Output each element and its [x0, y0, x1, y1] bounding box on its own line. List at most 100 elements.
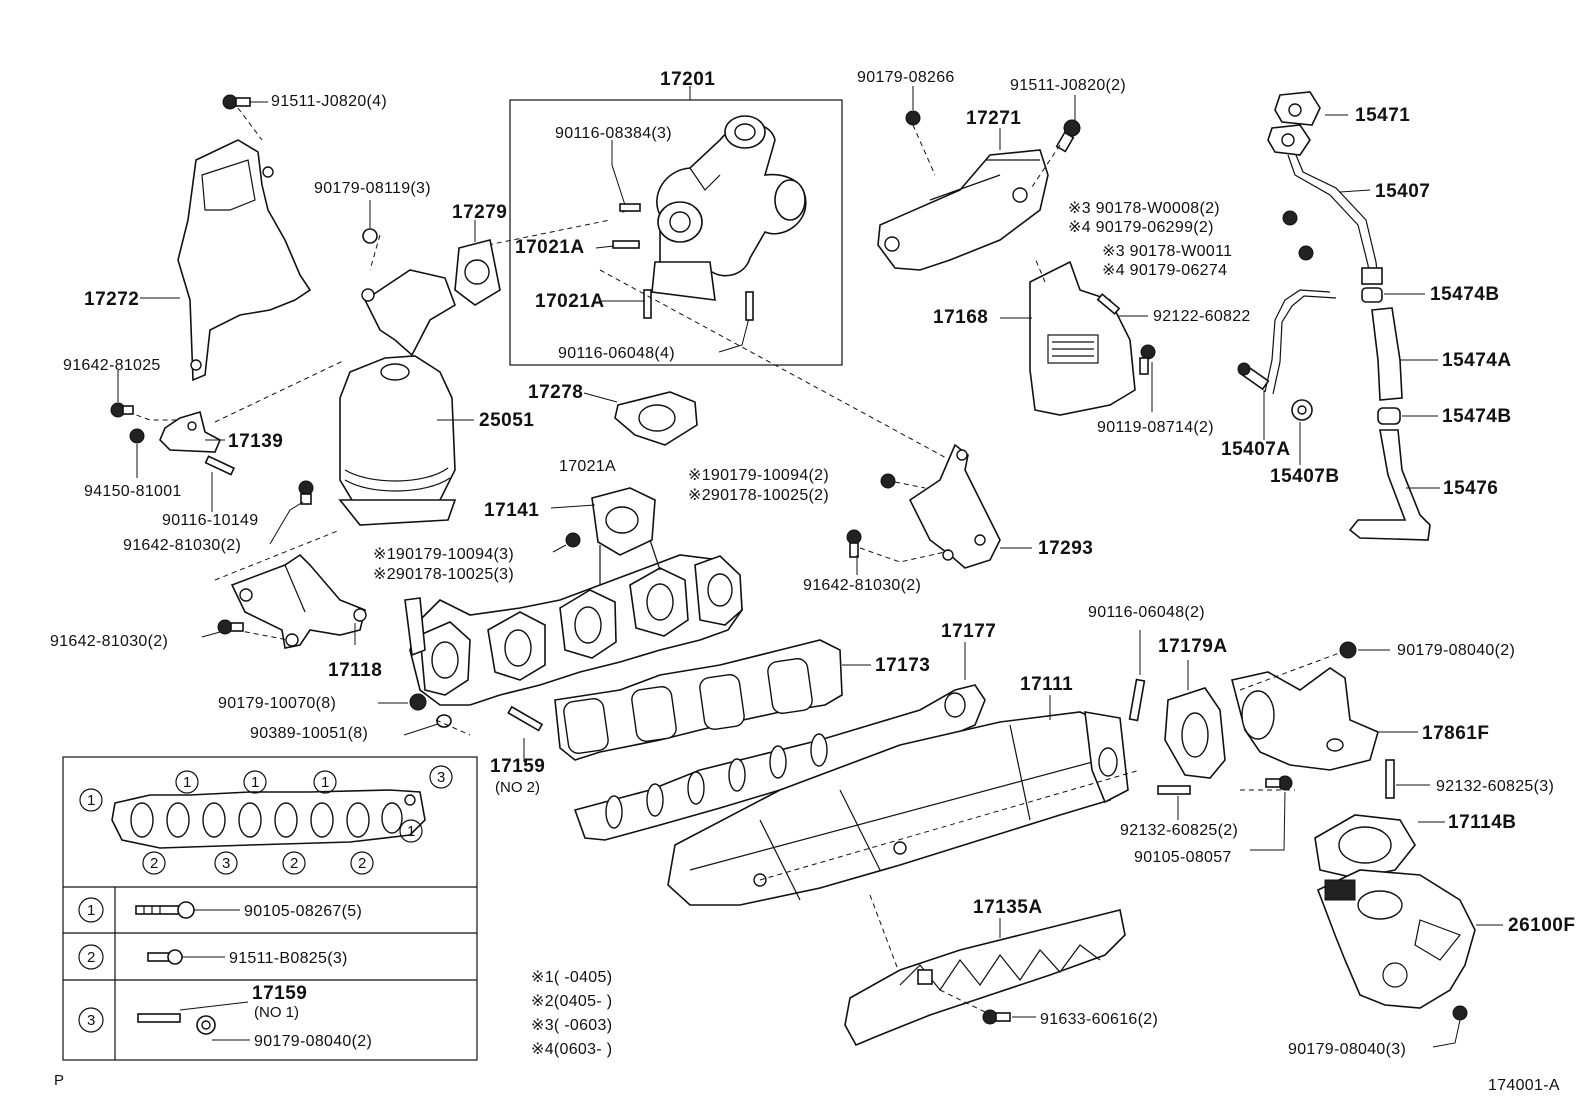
turbocharger-group	[509, 86, 843, 366]
nut-90179-10094-manifold	[565, 532, 581, 548]
label-92122-60822: 92122-60822	[1153, 308, 1251, 325]
label-90179-08040-3: 90179-08040(3)	[1288, 1041, 1406, 1058]
stud-90116-06048-2	[1128, 678, 1146, 722]
bracket-17293	[908, 443, 1001, 569]
legend-bolt-90105-08267	[135, 901, 195, 919]
label-90116-06048-4: 90116-06048(4)	[558, 345, 675, 362]
label-91633-60616: 91633-60616(2)	[1040, 1011, 1158, 1028]
nut-90179-10070	[409, 693, 427, 711]
label-17139: 17139	[228, 431, 283, 452]
label-92132-60825-2: 92132-60825(2)	[1120, 822, 1238, 839]
part-labels: 17201 90116-08384(3) 17279 17021A 17021A…	[50, 69, 1575, 1094]
legend-label-90179-08040: 90179-08040(2)	[254, 1033, 372, 1050]
insulator-17135A	[844, 909, 1126, 1047]
label-94150-81001: 94150-81001	[84, 483, 182, 500]
nut-90178-W0011	[1298, 245, 1314, 261]
label-15407B: 15407B	[1270, 466, 1340, 487]
stud-92132-60825-2	[1157, 785, 1191, 795]
label-17021A: 17021A	[535, 291, 605, 312]
legend-label-no1: (NO 1)	[254, 1004, 299, 1021]
label-17111: 17111	[1020, 674, 1073, 695]
stud-90116-06048	[745, 291, 754, 321]
converter-inlet-pipe	[363, 269, 456, 357]
corner-mark: P	[54, 1072, 64, 1089]
label-17278: 17278	[528, 382, 583, 403]
turbocharger-box	[509, 99, 843, 366]
label-17021A: 17021A	[515, 237, 585, 258]
legend-label-91511-B0825: 91511-B0825(3)	[229, 950, 348, 967]
gasket-17114B	[1314, 814, 1416, 879]
nut-90179-08266	[905, 110, 921, 126]
label-25051: 25051	[479, 410, 534, 431]
exhaust-gasket-17173	[554, 639, 843, 761]
legend-key: 2	[150, 855, 158, 872]
bracket-17118	[230, 553, 366, 649]
legend-key: 2	[290, 855, 298, 872]
label-90179-06299: ※4 90179-06299(2)	[1068, 219, 1214, 236]
label-91511-J0820-2: 91511-J0820(2)	[1010, 77, 1126, 94]
label-90179-06274: ※4 90179-06274	[1102, 262, 1227, 279]
heat-shield-17271	[877, 149, 1049, 271]
stud-17021A	[643, 289, 652, 319]
label-17271: 17271	[966, 108, 1021, 129]
label-91642-81025: 91642-81025	[63, 357, 161, 374]
label-17279: 17279	[452, 202, 507, 223]
stud-92122-60822	[1096, 293, 1121, 315]
nut-90179-10094-bracket	[880, 473, 896, 489]
label-91642-81030: 91642-81030(2)	[123, 537, 241, 554]
hose-15474B-lower	[1377, 407, 1401, 425]
label-15474A: 15474A	[1442, 350, 1512, 371]
legend-key: 1	[183, 774, 191, 791]
label-90116-08384: 90116-08384(3)	[555, 125, 672, 142]
bolt-91642-81030-left	[217, 619, 244, 635]
hose-15474B-upper	[1361, 287, 1383, 303]
bolt-91642-81030-top	[298, 480, 314, 505]
label-15474B: 15474B	[1442, 406, 1512, 427]
legend-key: 1	[321, 774, 329, 791]
label-no2: (NO 2)	[495, 779, 540, 796]
footnote-1: ※1( -0405)	[531, 969, 612, 986]
stud-90116-10149	[204, 455, 236, 476]
label-26100F: 26100F	[1508, 915, 1575, 936]
intake-manifold-17111	[667, 711, 1129, 906]
label-17159: 17159	[490, 756, 545, 777]
nut-94150-81001	[129, 428, 145, 444]
legend-label-17159: 17159	[252, 983, 307, 1004]
bolt-90119-08714	[1139, 344, 1156, 375]
label-17021A: 17021A	[559, 458, 616, 475]
legend-key: 1	[251, 774, 259, 791]
nut-90179-08040-2	[1339, 641, 1357, 659]
label-91511-J0820-4: 91511-J0820(4)	[271, 93, 387, 110]
heat-shield-17272	[177, 139, 312, 382]
label-15476: 15476	[1443, 478, 1498, 499]
legend-gasket-drawing	[111, 789, 426, 849]
label-17179A: 17179A	[1158, 636, 1228, 657]
label-15474B: 15474B	[1430, 284, 1500, 305]
fitting-15407B	[1291, 399, 1313, 421]
gasket-17179A	[1164, 687, 1226, 779]
exhaust-manifold-17141	[404, 487, 743, 706]
label-15471: 15471	[1355, 105, 1410, 126]
hose-15474A	[1371, 307, 1403, 401]
label-90178-10025-2: ※290178-10025(2)	[688, 487, 829, 504]
bolt-91633-60616	[982, 1009, 1011, 1025]
turbo-outlet-flange	[651, 261, 716, 301]
label-90116-06048-2: 90116-06048(2)	[1088, 604, 1205, 621]
label-90178-W0011: ※3 90178-W0011	[1102, 243, 1232, 260]
legend-row-key-3: 3	[87, 1012, 95, 1029]
label-90105-08057: 90105-08057	[1134, 849, 1232, 866]
label-91642-81030: 91642-81030(2)	[803, 577, 921, 594]
legend-label-90105-08267: 90105-08267(5)	[244, 903, 362, 920]
nut-90179-08119	[362, 228, 378, 244]
label-17173: 17173	[875, 655, 930, 676]
label-90179-08040-2: 90179-08040(2)	[1397, 642, 1515, 659]
legend-key: 1	[407, 823, 415, 840]
label-90119-08714: 90119-08714(2)	[1097, 419, 1214, 436]
stud-17159-no2	[507, 705, 544, 732]
label-90178-10025-3: ※290178-10025(3)	[373, 566, 514, 583]
label-17861F: 17861F	[1422, 723, 1489, 744]
legend-key: 1	[87, 792, 95, 809]
label-90389-10051: 90389-10051(8)	[250, 725, 368, 742]
